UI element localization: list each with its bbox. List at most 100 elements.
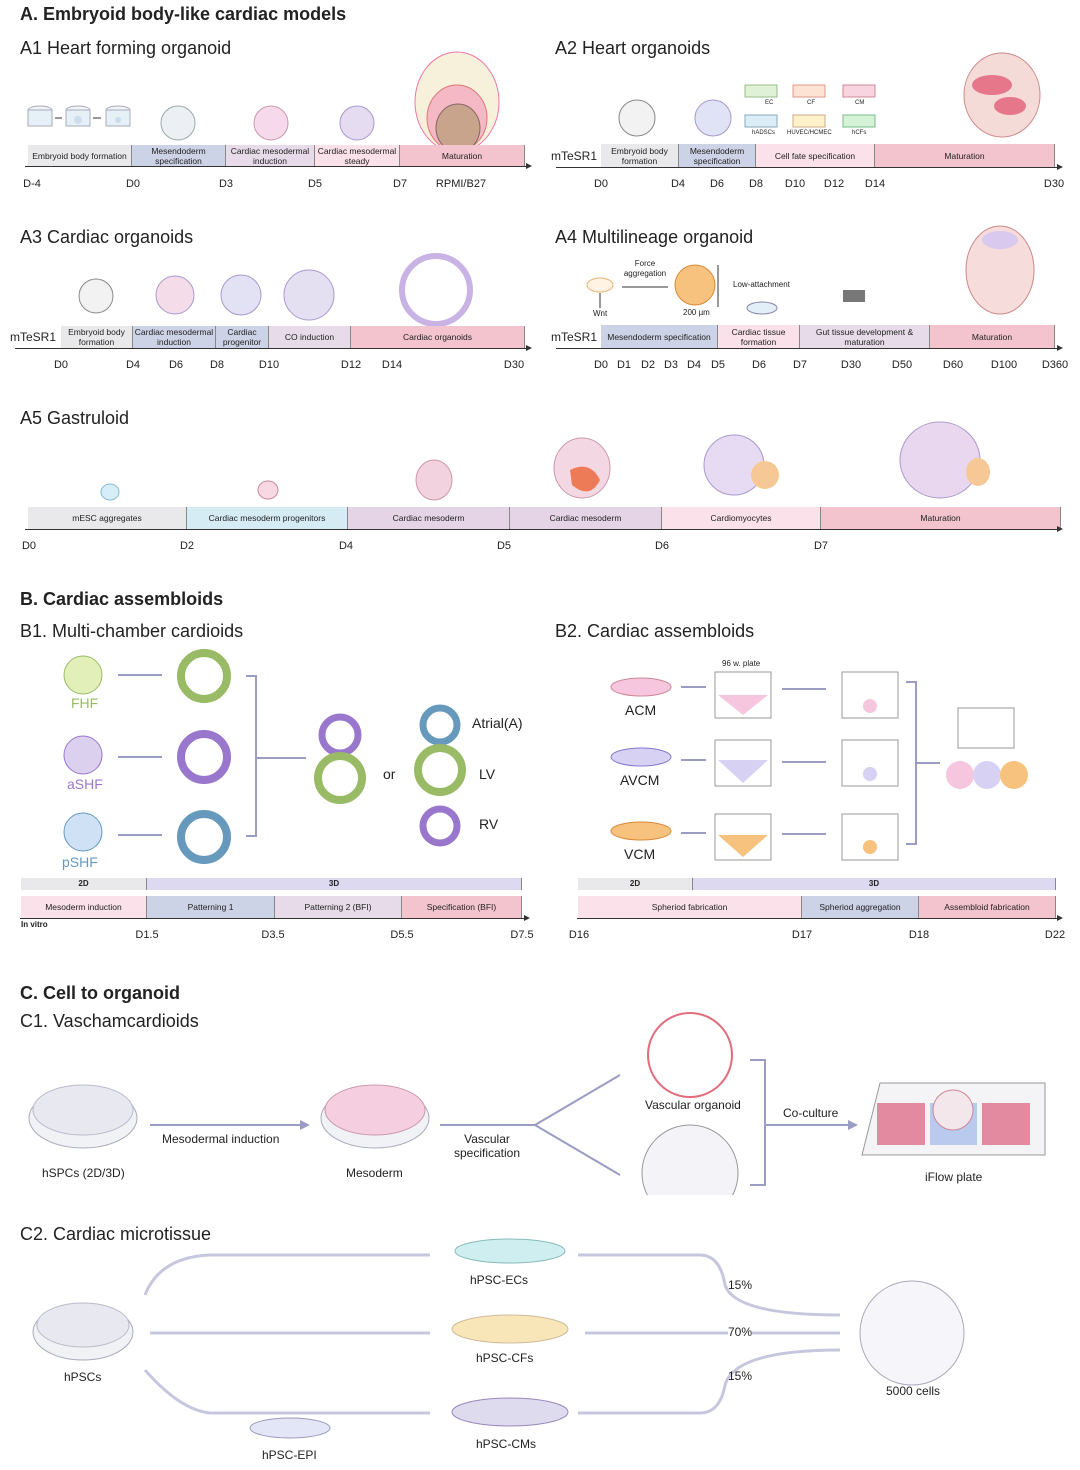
b1-cells-svg [63, 649, 466, 864]
a4-title: A4 Multilineage organoid [555, 227, 754, 247]
a5-segment: Cardiomyocytes [662, 507, 821, 529]
a3-segment: Cardiac organoids [351, 326, 525, 348]
a2-segment: Embryoid body formation [601, 144, 679, 167]
a1-day: D-4 [23, 178, 41, 190]
a5-day: D0 [21, 540, 37, 552]
c2-ecs-label: hPSC-ECs [470, 1273, 529, 1287]
a4-day: D6 [751, 359, 767, 371]
c2-pct-cms: 15% [728, 1369, 753, 1383]
b1-or-label: or [383, 766, 396, 782]
c2-start-label: hPSCs [64, 1370, 102, 1384]
c2-cells-svg [32, 1238, 965, 1439]
a2-segment: Maturation [875, 144, 1055, 167]
a2-day: D12 [823, 178, 845, 190]
b2-day: D17 [791, 929, 813, 941]
a2-title: A2 Heart organoids [555, 38, 711, 58]
a4-illustrations [540, 220, 1080, 325]
a4-lowatt-label: Low-attachment [733, 280, 790, 289]
a3-segment: CO induction [269, 326, 351, 348]
b1-chamber-atrial: Atrial(A) [472, 715, 523, 731]
b2-plate-label: 96 w. plate [722, 659, 761, 668]
c1-title: C1. Vaschamcardioids [20, 1011, 199, 1031]
a1-axis [25, 163, 532, 169]
c1-induction-label: Mesodermal induction [162, 1132, 280, 1146]
a5-illustrations [0, 410, 1080, 510]
a5-day: D2 [179, 540, 195, 552]
b1-dim: 2D [21, 878, 147, 890]
a1-segment: Cardiac mesodermal induction [226, 145, 315, 166]
a1-day: D0 [125, 178, 141, 190]
a4-cells-svg [586, 225, 1035, 315]
b1-chamber-rv: RV [479, 816, 499, 832]
a2-segment: Cell fate specification [756, 144, 875, 167]
a4-day: D4 [686, 359, 702, 371]
b1-invitro: In vitro [21, 920, 48, 929]
b1-chamber-lv: LV [479, 766, 496, 782]
a1-well-icon [105, 105, 131, 127]
b1-segment: Mesoderm induction [21, 896, 147, 918]
a2-day: D4 [670, 178, 686, 190]
a4-day: D30 [840, 359, 862, 371]
a4-axis [556, 345, 1063, 351]
b1-illustrations [0, 640, 540, 870]
a5-segment: Cardiac mesoderm [510, 507, 662, 529]
b1-day: D5.5 [390, 929, 414, 941]
c1-illustrations [0, 1005, 1080, 1195]
a5-title: A5 Gastruloid [20, 408, 130, 428]
a2-day: D6 [709, 178, 725, 190]
a3-segment: Cardiac progenitor [216, 326, 269, 348]
a5-cells-svg [100, 421, 990, 501]
b2-cells-svg [610, 671, 1028, 861]
a1-day: D7 [392, 178, 408, 190]
a2-cell-label: EC [765, 100, 774, 106]
a4-day: D50 [891, 359, 913, 371]
a1-title: A1 Heart forming organoid [20, 38, 232, 58]
b2-illustrations [540, 640, 1080, 870]
b2-day: D16 [568, 929, 590, 941]
a1-cells-svg [27, 51, 500, 150]
b2-day: D22 [1044, 929, 1066, 941]
c2-pct-cfs: 70% [728, 1325, 753, 1339]
a3-day: D30 [503, 359, 525, 371]
a2-segment: Mesendoderm specification [679, 144, 756, 167]
c1-cells-svg [28, 1012, 1046, 1195]
c1-mesoderm-label: Mesoderm [346, 1166, 403, 1180]
b2-day: D18 [908, 929, 930, 941]
a1-illustrations [0, 40, 540, 150]
a1-segment: Mesendoderm specification [132, 145, 226, 166]
c2-epi-label: hPSC-EPI [262, 1448, 317, 1462]
c2-title: C2. Cardiac microtissue [20, 1224, 212, 1244]
b1-segment: Patterning 2 (BFI) [275, 896, 402, 918]
a2-prefix: mTeSR1 [551, 149, 598, 163]
a5-day: D6 [654, 540, 670, 552]
a1-segment: Maturation [400, 145, 525, 166]
section-a-title: A. Embryoid body-like cardiac models [20, 4, 347, 24]
b2-segment: Spheriod aggregation [802, 896, 919, 918]
b2-segment: Assembloid fabrication [919, 896, 1056, 918]
a4-day: D3 [663, 359, 679, 371]
b2-dim: 2D [578, 878, 693, 890]
c1-start-label: hSPCs (2D/3D) [42, 1166, 125, 1180]
a1-medium: RPMI/B27 [435, 178, 487, 190]
b1-title: B1. Multi-chamber cardioids [20, 621, 244, 641]
a3-day: D10 [258, 359, 280, 371]
a3-title: A3 Cardiac organoids [20, 227, 194, 247]
c1-plate-label: iFlow plate [925, 1170, 983, 1184]
a5-segment: Cardiac mesoderm [348, 507, 510, 529]
b1-axis [20, 915, 530, 921]
a2-cells-svg [618, 52, 1041, 138]
c2-illustrations [0, 1225, 1080, 1470]
a4-segment: Cardiac tissue formation [718, 325, 800, 348]
a2-illustrations [540, 40, 1080, 150]
a3-segment: Embryoid body formation [61, 326, 133, 348]
a1-well-icon [27, 105, 53, 127]
c2-result-label: 5000 cells [886, 1384, 941, 1398]
a2-day: D30 [1043, 178, 1065, 190]
c2-cms-label: hPSC-CMs [476, 1437, 537, 1451]
b1-source-fhf: FHF [71, 695, 99, 711]
a5-day: D7 [813, 540, 829, 552]
a1-segment: Embryoid body formation [28, 145, 132, 166]
a4-day: D2 [640, 359, 656, 371]
b1-day: D7.5 [510, 929, 534, 941]
b2-cell-vcm: VCM [624, 846, 656, 862]
